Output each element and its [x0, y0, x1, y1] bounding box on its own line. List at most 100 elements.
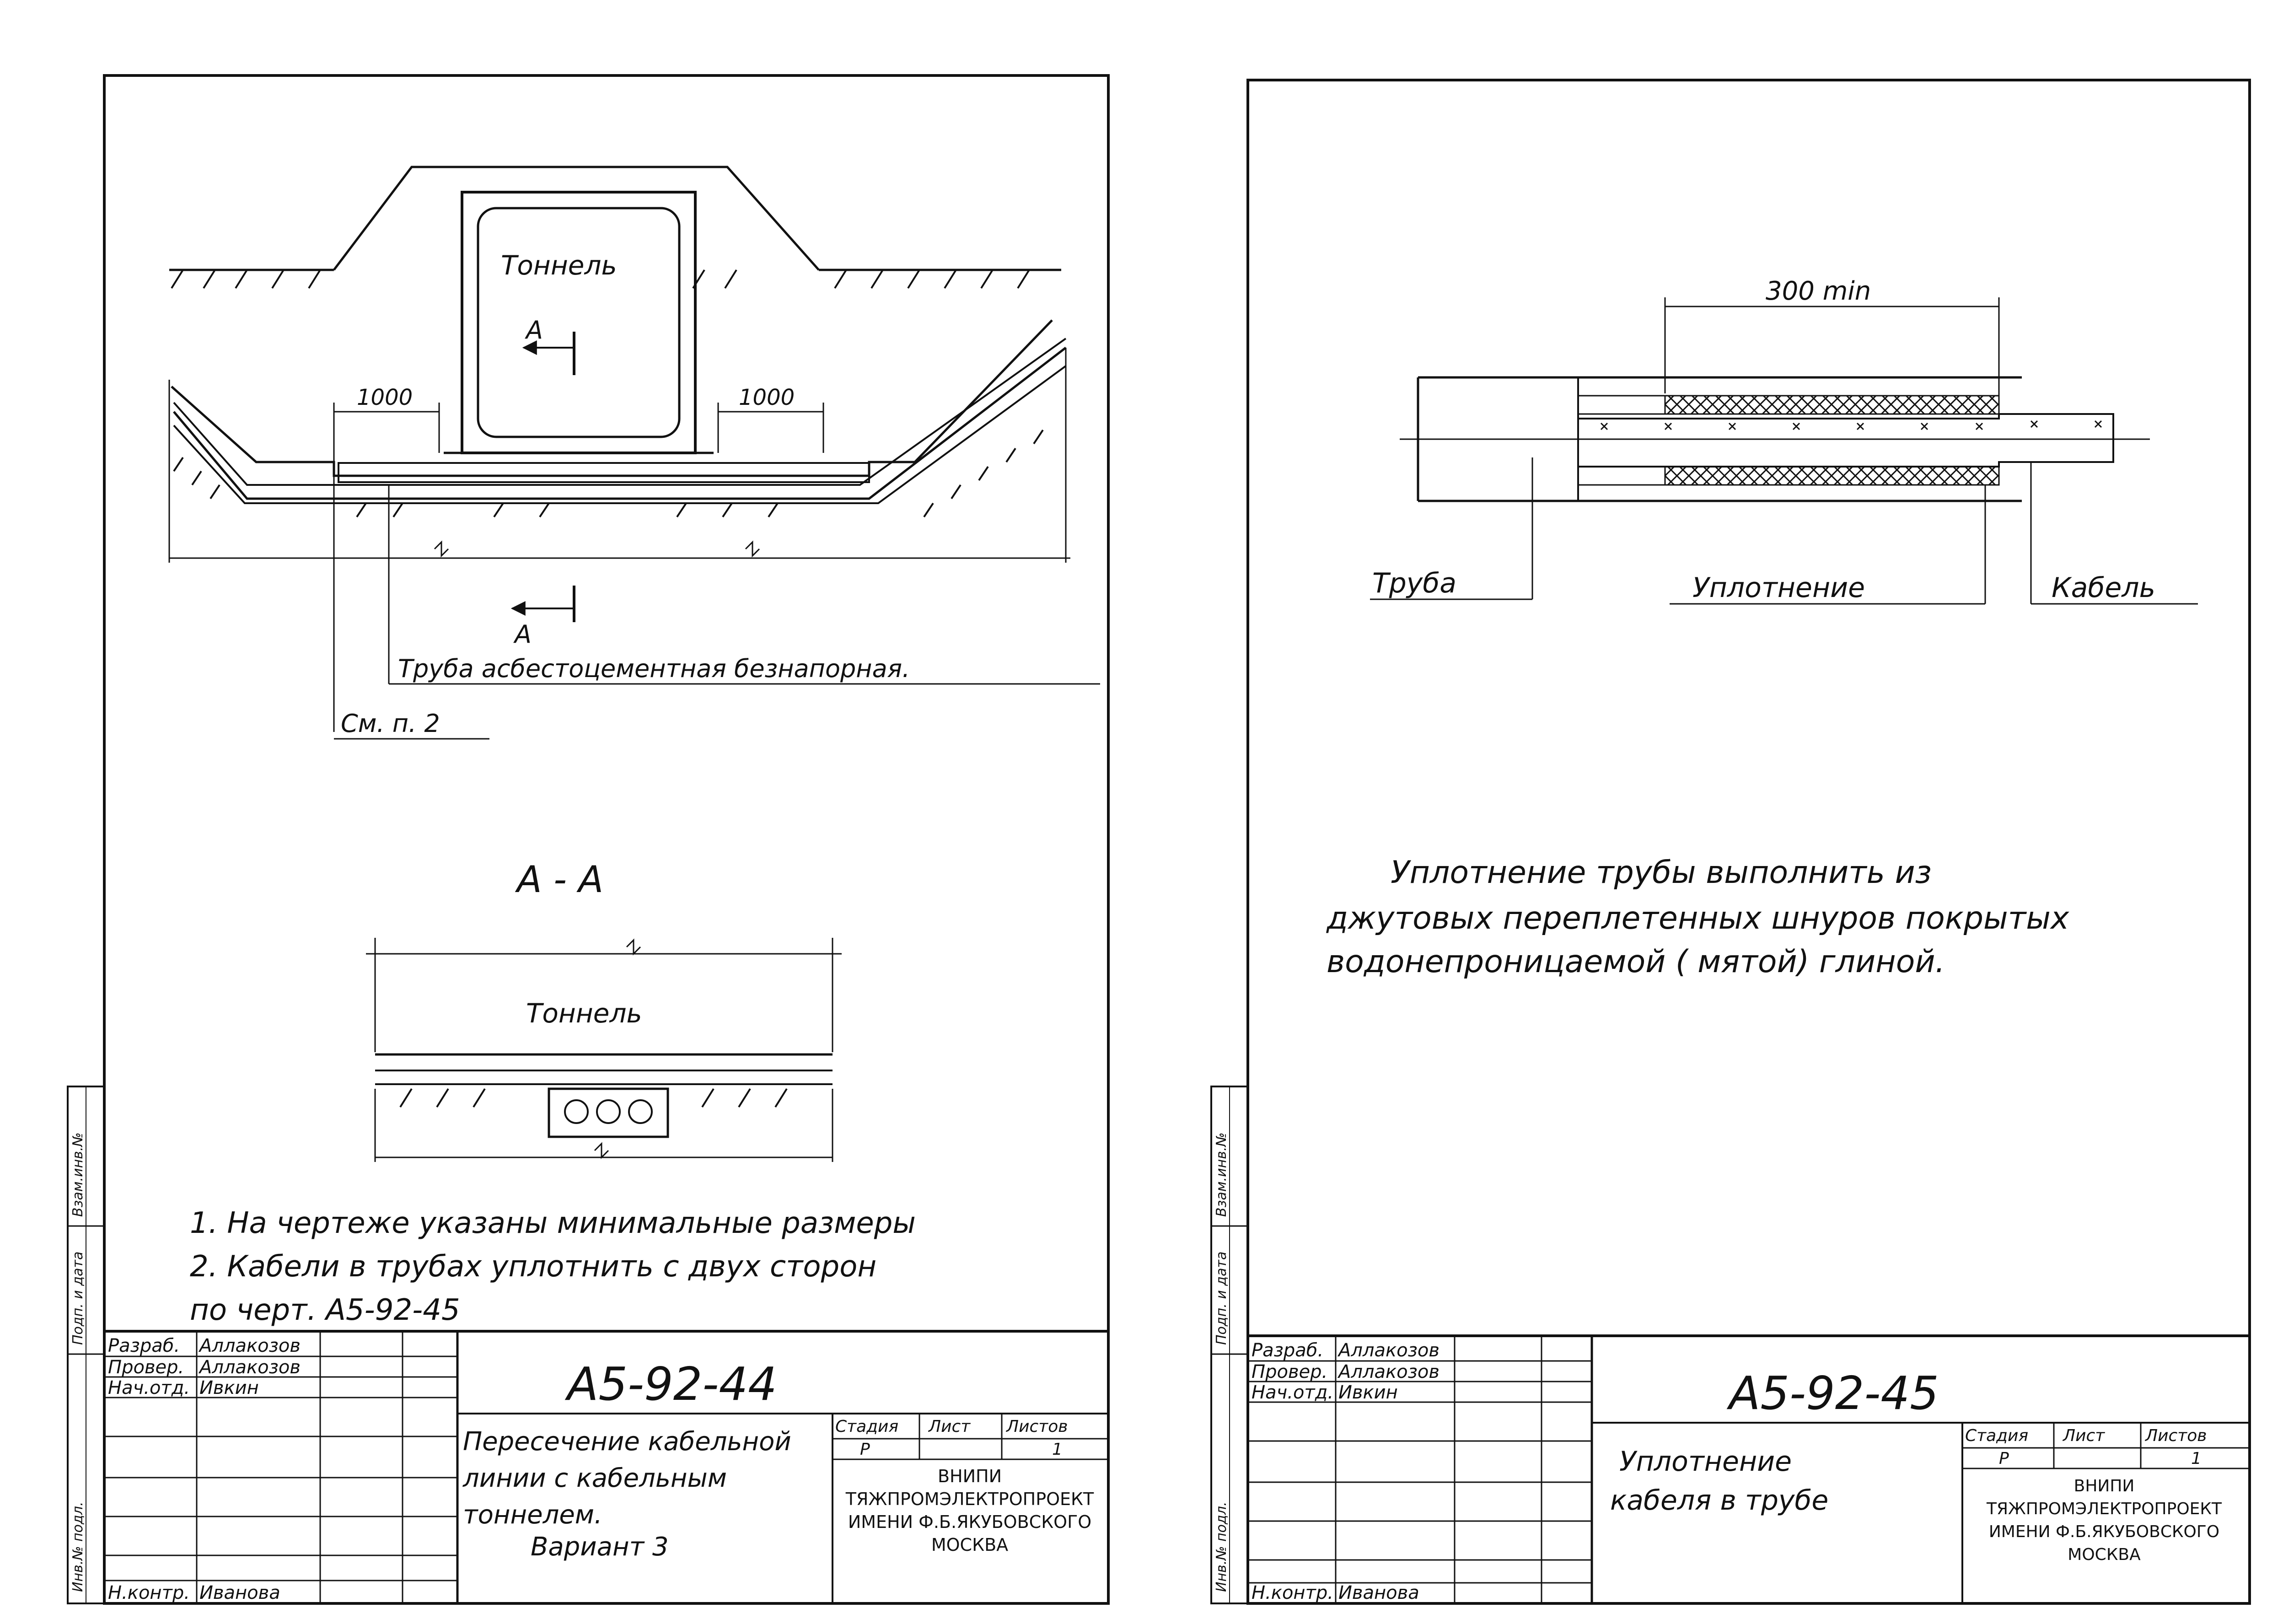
overall-dimension: [168, 348, 1070, 563]
right-code: А5-92-45: [1726, 1366, 1939, 1420]
dim-300: 300 min: [1766, 276, 1871, 306]
trench: [171, 319, 1067, 518]
left-row3-name: Ивкин: [199, 1377, 259, 1398]
right-org-4: МОСКВА: [2068, 1545, 2141, 1564]
pipe-leader: Труба асбестоцементная безнапорная.: [388, 485, 1100, 685]
right-row3-name: Ивкин: [1338, 1382, 1398, 1403]
section-tunnel-label: Тоннель: [526, 998, 642, 1029]
right-row4-role: Н.контр.: [1252, 1582, 1333, 1603]
left-row2-role: Провер.: [108, 1357, 184, 1378]
right-notes: Уплотнение трубы выполнить из джутовых п…: [1326, 855, 2069, 980]
right-title-block: А5-92-45 Разраб. Аллакозов Провер. Аллак…: [1246, 1334, 2251, 1605]
svg-text:1000: 1000: [357, 385, 413, 410]
left-side-stamp: Инв.№ подл. Подп. и дата Взам.инв.№: [67, 1086, 105, 1604]
dim-right: 1000: [717, 385, 824, 453]
note-3: по черт. А5-92-45: [190, 1293, 460, 1327]
right-row2-role: Провер.: [1252, 1361, 1327, 1382]
right-row4-name: Иванова: [1338, 1582, 1419, 1603]
right-org-2: ТЯЖПРОМЭЛЕКТРОПРОЕКТ: [1986, 1500, 2222, 1518]
pipe: [338, 462, 870, 483]
note-1: 1. На чертеже указаны минимальные размер…: [190, 1206, 916, 1240]
label-cable: Кабель: [2052, 572, 2155, 604]
left-notes: 1. На чертеже указаны минимальные размер…: [190, 1206, 916, 1327]
see-note-leader: См. п. 2: [334, 709, 489, 740]
dim-left: 1000: [333, 385, 440, 732]
right-sheet: Инв.№ подл. Подп. и дата Взам.инв.№ 300 …: [1210, 79, 2251, 1605]
cable-1: [564, 1099, 589, 1124]
left-org-3: ИМЕНИ Ф.Б.ЯКУБОВСКОГО: [848, 1512, 1091, 1532]
left-sheet: Инв.№ подл. Подп. и дата Взам.инв.№ Тонн…: [67, 74, 1110, 1605]
right-stamp-sign: Подп. и дата: [1214, 1252, 1230, 1345]
left-row1-role: Разраб.: [108, 1335, 180, 1356]
right-stamp-inv: Инв.№ подл.: [1214, 1502, 1230, 1592]
left-sheets-header: Листов: [1005, 1417, 1068, 1436]
tunnel-inner: [477, 207, 681, 438]
right-org-1: ВНИПИ: [2074, 1477, 2135, 1495]
ground-line: [169, 269, 1061, 289]
seal-bottom: [1664, 466, 2000, 486]
left-stage-header: Стадия: [835, 1417, 898, 1436]
tunnel-outer: [461, 191, 697, 454]
right-title-2: кабеля в трубе: [1610, 1484, 1828, 1516]
section-title: А - А: [515, 858, 603, 901]
cable-block: [548, 1087, 669, 1138]
right-side-stamp: Инв.№ подл. Подп. и дата Взам.инв.№: [1210, 1086, 1249, 1604]
see-note-label: См. п. 2: [341, 709, 440, 738]
right-sheet-header: Лист: [2062, 1426, 2105, 1445]
svg-text:А: А: [525, 316, 543, 344]
label-cable-group: Кабель: [2030, 462, 2198, 605]
left-title-3: тоннелем.: [463, 1500, 602, 1530]
left-org-1: ВНИПИ: [938, 1466, 1002, 1486]
seal-dimension: 300 min: [1664, 276, 2000, 403]
label-seal: Уплотнение: [1692, 572, 1865, 604]
right-note-2: джутовых переплетенных шнуров покрытых: [1326, 900, 2069, 936]
label-pipe: Труба: [1372, 567, 1456, 599]
left-title-block: А5-92-44 Разраб. Аллакозов Провер. Аллак…: [103, 1330, 1110, 1605]
left-stamp-inv: Инв.№ подл.: [70, 1502, 86, 1592]
cable-3: [628, 1099, 653, 1124]
right-row1-role: Разраб.: [1252, 1340, 1323, 1361]
right-title-1: Уплотнение: [1619, 1446, 1792, 1478]
right-org-3: ИМЕНИ Ф.Б.ЯКУБОВСКОГО: [1989, 1522, 2219, 1541]
left-row4-role: Н.контр.: [108, 1582, 190, 1603]
left-title-4: Вариант 3: [531, 1532, 669, 1562]
tunnel-label: Тоннель: [501, 250, 617, 281]
pipe-label: Труба асбестоцементная безнапорная.: [398, 654, 910, 683]
left-row4-name: Иванова: [199, 1582, 280, 1603]
left-org-2: ТЯЖПРОМЭЛЕКТРОПРОЕКТ: [845, 1489, 1094, 1509]
left-sheet-header: Лист: [928, 1417, 971, 1436]
right-stage-value: Р: [1999, 1449, 2009, 1468]
embankment: [333, 166, 820, 271]
left-row1-name: Аллакозов: [198, 1335, 301, 1356]
cable-2: [596, 1099, 621, 1124]
right-note-3: водонепроницаемой ( мятой) глиной.: [1327, 944, 1945, 980]
pipe-assembly: [1400, 376, 2150, 502]
cable: [1578, 413, 2114, 468]
label-pipe-group: Труба: [1370, 457, 1533, 600]
left-stage-value: Р: [860, 1440, 870, 1459]
left-row3-role: Нач.отд.: [108, 1377, 190, 1398]
note-2: 2. Кабели в трубах уплотнить с двух стор…: [190, 1250, 876, 1284]
svg-text:1000: 1000: [739, 385, 795, 410]
right-row1-name: Аллакозов: [1337, 1340, 1440, 1361]
svg-text:А: А: [513, 620, 532, 649]
section-view: Тоннель: [366, 938, 842, 1162]
right-row3-role: Нач.отд.: [1252, 1382, 1333, 1403]
right-stage-header: Стадия: [1965, 1426, 2028, 1445]
right-sheets-value: 1: [2191, 1449, 2202, 1468]
label-seal-group: Уплотнение: [1670, 485, 1986, 605]
left-stamp-repl: Взам.инв.№: [70, 1132, 86, 1217]
left-sheets-value: 1: [1052, 1440, 1063, 1459]
left-stamp-sign: Подп. и дата: [70, 1252, 86, 1345]
section-mark-bottom: А: [510, 586, 575, 649]
left-title-2: линии с кабельным: [462, 1463, 727, 1493]
right-note-1: Уплотнение трубы выполнить из: [1391, 855, 1932, 891]
left-org-4: МОСКВА: [931, 1535, 1008, 1555]
left-row2-name: Аллакозов: [198, 1357, 301, 1378]
right-row2-name: Аллакозов: [1337, 1361, 1440, 1382]
seal-top: [1664, 395, 2000, 415]
section-mark-top: А: [522, 316, 575, 375]
right-sheets-header: Листов: [2144, 1426, 2207, 1445]
right-stamp-repl: Взам.инв.№: [1214, 1132, 1230, 1217]
left-title-1: Пересечение кабельной: [463, 1427, 791, 1457]
